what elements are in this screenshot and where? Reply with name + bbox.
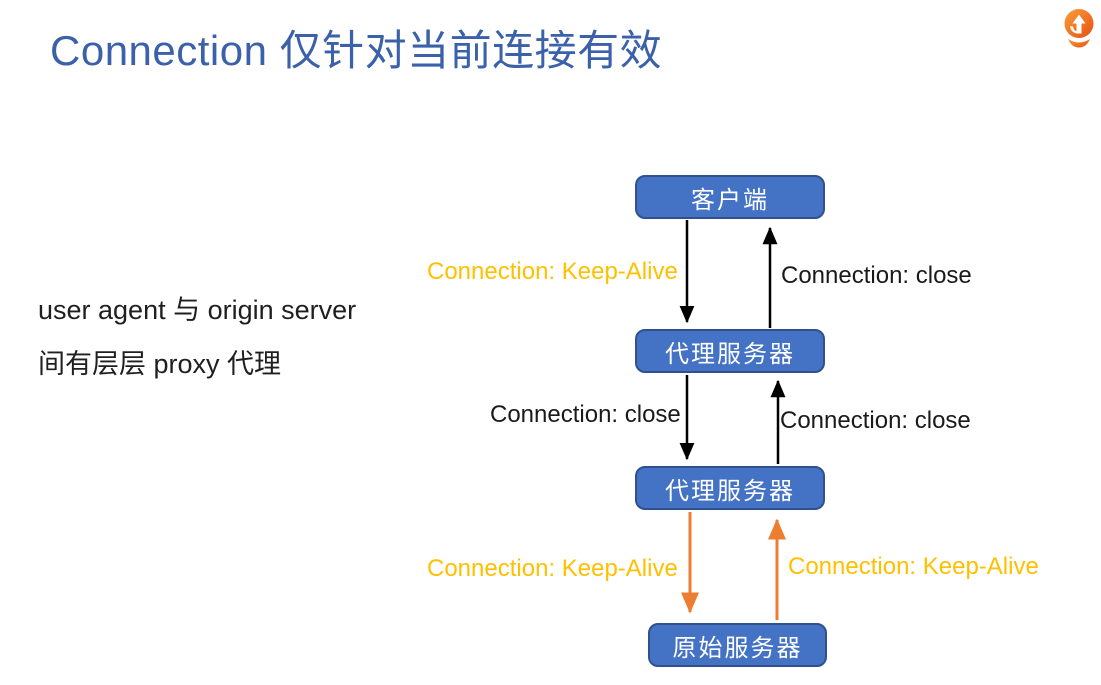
node-proxy-2-label: 代理服务器 [665,477,795,505]
side-note: user agent 与 origin server 间有层层 proxy 代理 [38,283,356,391]
edge-label-origin-to-proxy2: Connection: Keep-Alive [788,553,1039,580]
node-client: 客户端 [635,175,825,219]
edge-label-proxy1-to-proxy2: Connection: close [490,401,681,428]
edge-label-proxy1-to-client: Connection: close [781,262,972,289]
node-proxy-2: 代理服务器 [635,466,825,510]
edge-label-proxy2-to-proxy1: Connection: close [780,407,971,434]
page-title: Connection 仅针对当前连接有效 [50,27,663,74]
node-proxy-1: 代理服务器 [635,329,825,373]
side-note-line2: 间有层层 proxy 代理 [38,349,282,379]
node-client-label: 客户端 [691,186,769,214]
node-origin-server: 原始服务器 [648,623,827,667]
edge-label-proxy2-to-origin: Connection: Keep-Alive [427,555,678,582]
edge-label-client-to-proxy1: Connection: Keep-Alive [427,258,678,285]
geekbang-logo-icon [1064,9,1094,48]
node-origin-server-label: 原始服务器 [672,634,803,662]
side-note-line1: user agent 与 origin server [38,295,357,325]
node-proxy-1-label: 代理服务器 [665,340,795,368]
